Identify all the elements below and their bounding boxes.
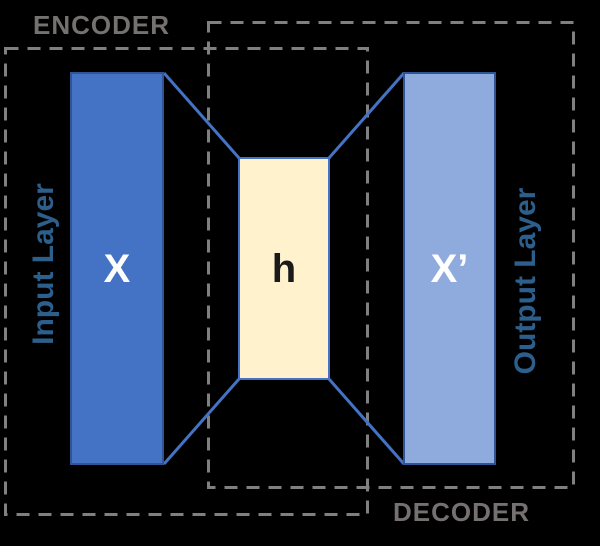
output-layer-label: Output Layer bbox=[509, 187, 542, 375]
decoder-region-label: DECODER bbox=[393, 497, 531, 527]
encoder-region-box bbox=[4, 47, 369, 516]
decoder-connector-bottom bbox=[327, 378, 406, 465]
input-node-label: X bbox=[103, 246, 131, 291]
output-layer-node: X’ bbox=[403, 72, 496, 465]
decoder-connector-top bbox=[327, 72, 406, 159]
decoder-region-box bbox=[207, 21, 575, 489]
hidden-layer-node: h bbox=[238, 157, 330, 380]
encoder-connector-top bbox=[162, 72, 241, 159]
hidden-node-label: h bbox=[271, 246, 297, 291]
input-layer-label: Input Layer bbox=[27, 183, 60, 345]
input-layer-node: X bbox=[70, 72, 164, 465]
encoder-connector-bottom bbox=[162, 378, 241, 465]
output-node-label: X’ bbox=[430, 246, 469, 291]
encoder-region-label: ENCODER bbox=[33, 10, 171, 40]
